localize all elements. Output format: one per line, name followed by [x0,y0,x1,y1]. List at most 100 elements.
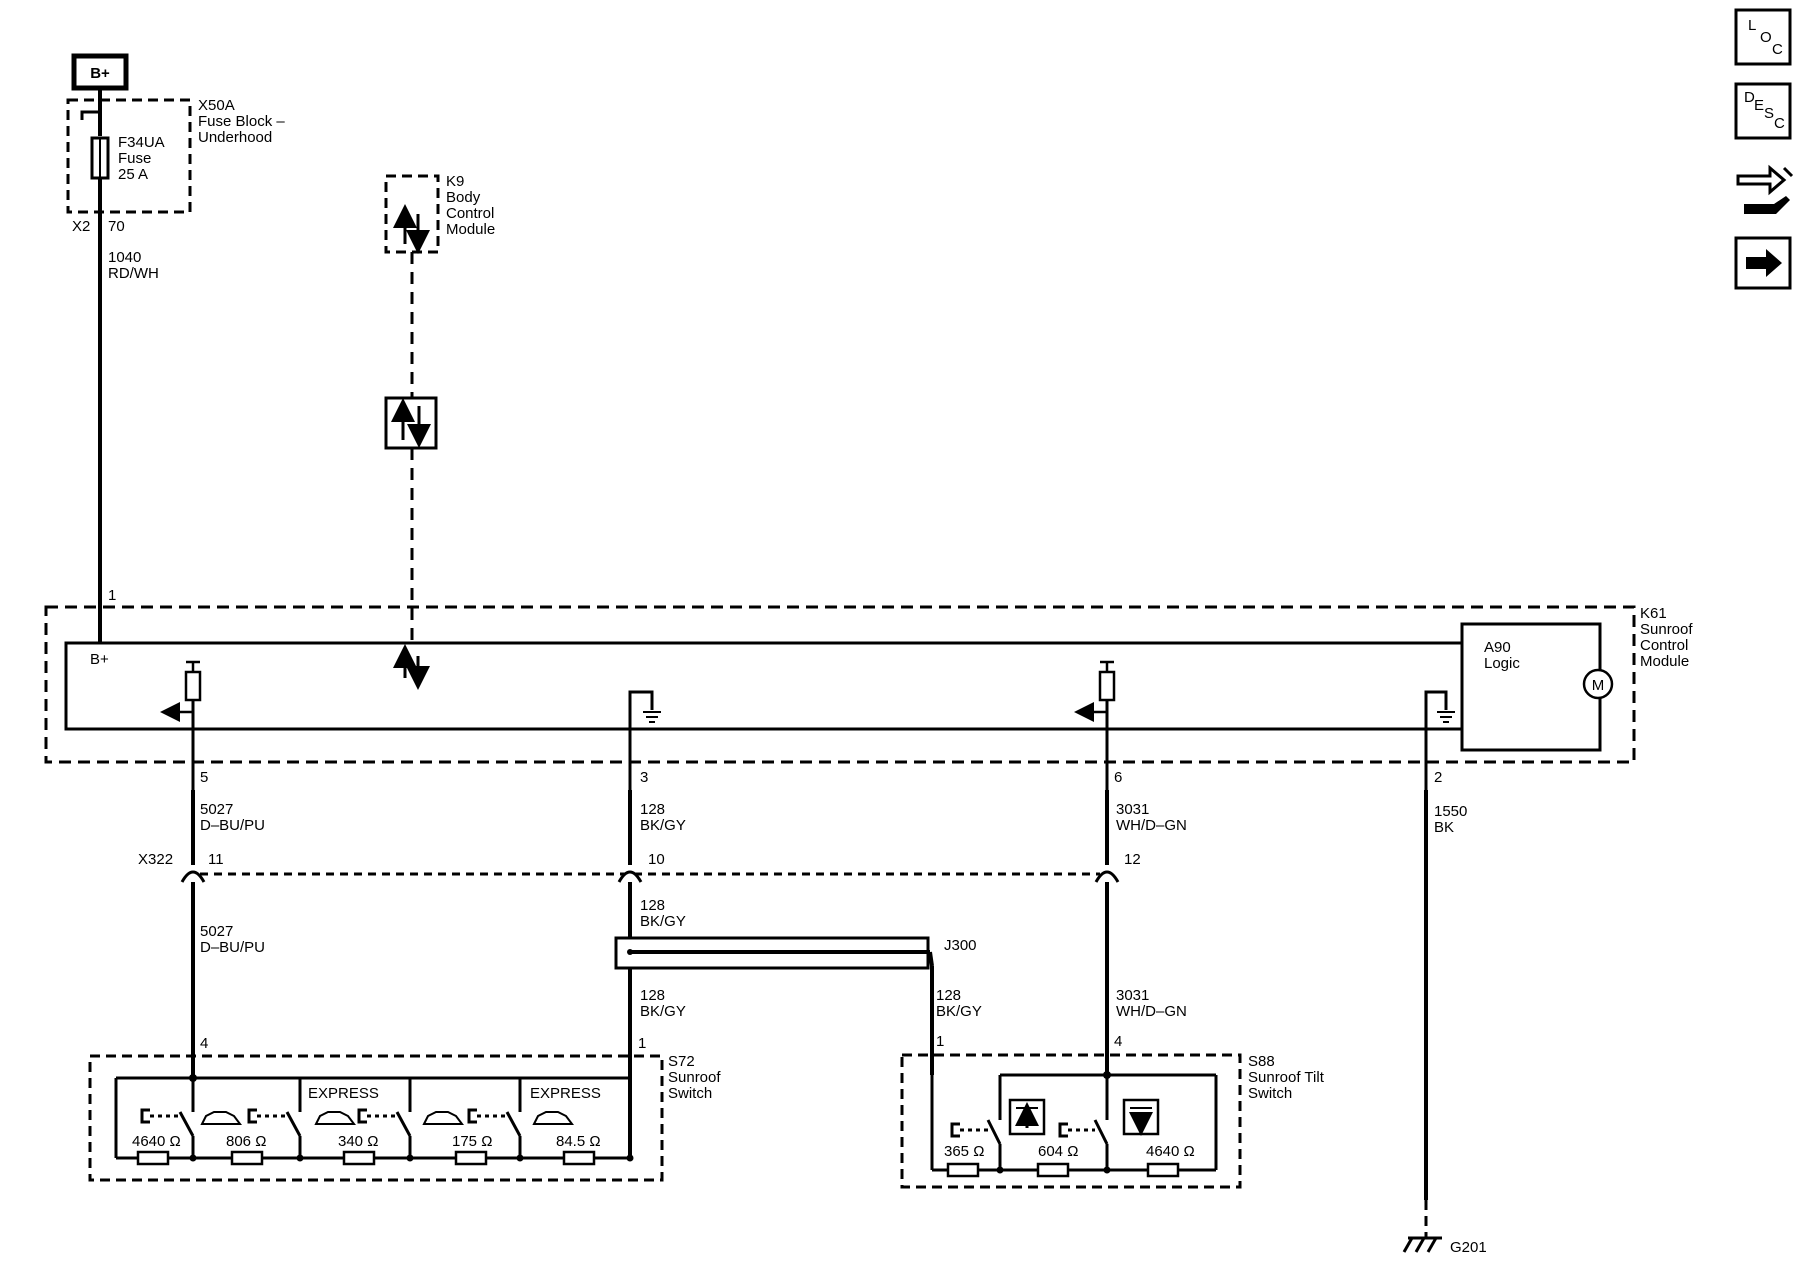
desc-button[interactable]: D E S C [1734,82,1792,140]
wire-3031-color-b: WH/D–GN [1116,1003,1187,1020]
logic-label: Logic [1484,655,1520,672]
wire-128-circuit-d: 128 [936,987,961,1004]
bcm-k9: K9 Body Control Module [384,173,495,643]
wire-5027-color-b: D–BU/PU [200,939,265,956]
wire-1550-color: BK [1434,819,1454,836]
motor-label: M [1592,677,1605,694]
wire-1040-circuit: 1040 [108,249,141,266]
wire-128-color-a: BK/GY [640,817,686,834]
bcm-name: K9 [446,173,464,190]
wire-3031-circuit-a: 3031 [1116,801,1149,818]
logic-name: A90 [1484,639,1511,656]
fuse-word: Fuse [118,150,151,167]
motor-symbol [1582,668,1614,700]
wire-128-color-c: BK/GY [640,1003,686,1020]
s88-pin-b: 4 [1114,1033,1122,1050]
desc-letter-d: D [1744,89,1755,106]
pin-6: 6 [1114,769,1122,786]
wire-1040-color: RD/WH [108,265,159,282]
fuse-block-name: X50A [198,97,235,114]
bcm-line1: Body [446,189,481,206]
x322-name: X322 [138,851,173,868]
next-page-button[interactable] [1734,236,1792,290]
wire-1040-pin: 1 [108,587,116,604]
k61-b-plus-label: B+ [90,651,109,668]
x322-pin-a: 11 [208,851,224,868]
s72-line2: Switch [668,1085,712,1102]
wire-128: 128 BK/GY 128 BK/GY 128 BK/GY 128 BK/GY [628,790,982,1158]
loc-letter-o: O [1760,29,1772,46]
x322-pin-c: 12 [1124,851,1141,868]
fuse-name: F34UA [118,134,165,151]
loc-letter-l: L [1748,17,1756,34]
module-k61: K61 Sunroof Control Module B+ A90 Logic … [44,605,1693,790]
s72-express-1: EXPRESS [308,1085,379,1102]
s72-name: S72 [668,1053,695,1070]
wire-5027-circuit-b: 5027 [200,923,233,940]
pin-5: 5 [200,769,208,786]
pin-3: 3 [640,769,648,786]
j300-name: J300 [944,937,977,954]
connector-end-view-button[interactable] [1736,164,1794,214]
wire-3031-color-a: WH/D–GN [1116,817,1187,834]
wire-128-circuit-b: 128 [640,897,665,914]
ground-g201: G201 [1402,1236,1487,1256]
k61-name: K61 [1640,605,1667,622]
s88-r1: 365 Ω [944,1143,984,1160]
arrow-right-icon [1746,249,1782,277]
car-icons [200,1111,574,1125]
desc-letter-s: S [1764,105,1774,122]
s88-r2: 604 Ω [1038,1143,1078,1160]
s72-r3: 340 Ω [338,1133,378,1150]
k61-line2: Control [1640,637,1688,654]
x322-pin-b: 10 [648,851,665,868]
s72-express-2: EXPRESS [530,1085,601,1102]
s72-pin-b: 1 [638,1035,646,1052]
serial-data-symbol [384,396,438,450]
s72-r1: 4640 Ω [132,1133,181,1150]
wire-5027: 5027 D–BU/PU 5027 D–BU/PU [191,790,265,1078]
desc-letter-e: E [1754,97,1764,114]
wire-1040: 1040 RD/WH 1 [98,212,159,643]
wire-128-color-b: BK/GY [640,913,686,930]
switch-s88: S88 Sunroof Tilt Switch 1 4 [900,1033,1325,1189]
k61-line3: Module [1640,653,1689,670]
switch-s72: S72 Sunroof Switch 4 1 [88,1035,721,1182]
wire-128-circuit-a: 128 [640,801,665,818]
s88-line2: Switch [1248,1085,1292,1102]
s72-r5: 84.5 Ω [556,1133,601,1150]
wire-5027-color-a: D–BU/PU [200,817,265,834]
bcm-line2: Control [446,205,494,222]
wire-128-circuit-c: 128 [640,987,665,1004]
wire-3031-circuit-b: 3031 [1116,987,1149,1004]
fuse-connector: X2 [72,218,90,235]
s72-line1: Sunroof [668,1069,721,1086]
bcm-line3: Module [446,221,495,238]
g201-name: G201 [1450,1239,1487,1256]
s72-pin-a: 4 [200,1035,208,1052]
s88-pin-a: 1 [936,1033,944,1050]
connector-end-view-icon [1736,164,1794,214]
loc-button[interactable]: L O C [1734,8,1792,66]
splice-j300: J300 [614,936,977,970]
fuse-pin: 70 [108,218,125,235]
wire-5027-circuit-a: 5027 [200,801,233,818]
k61-line1: Sunroof [1640,621,1693,638]
b-plus-label: B+ [90,65,110,82]
wire-3031: 3031 WH/D–GN 3031 WH/D–GN [1105,790,1187,1075]
pin-2: 2 [1434,769,1442,786]
fuse-block-x50a: X50A Fuse Block – Underhood F34UA Fuse 2… [66,88,285,235]
fuse-rating: 25 A [118,166,148,183]
loc-letter-c: C [1772,41,1783,58]
s88-name: S88 [1248,1053,1275,1070]
inline-connector-x322: X322 11 10 12 [138,851,1141,883]
desc-letter-c: C [1774,115,1785,132]
wire-1550: 1550 BK [1424,790,1467,1238]
s72-r2: 806 Ω [226,1133,266,1150]
wire-1550-circuit: 1550 [1434,803,1467,820]
s72-r4: 175 Ω [452,1133,492,1150]
wire-128-color-d: BK/GY [936,1003,982,1020]
fuse-block-desc1: Fuse Block – [198,113,285,130]
fuse-block-desc2: Underhood [198,129,272,146]
